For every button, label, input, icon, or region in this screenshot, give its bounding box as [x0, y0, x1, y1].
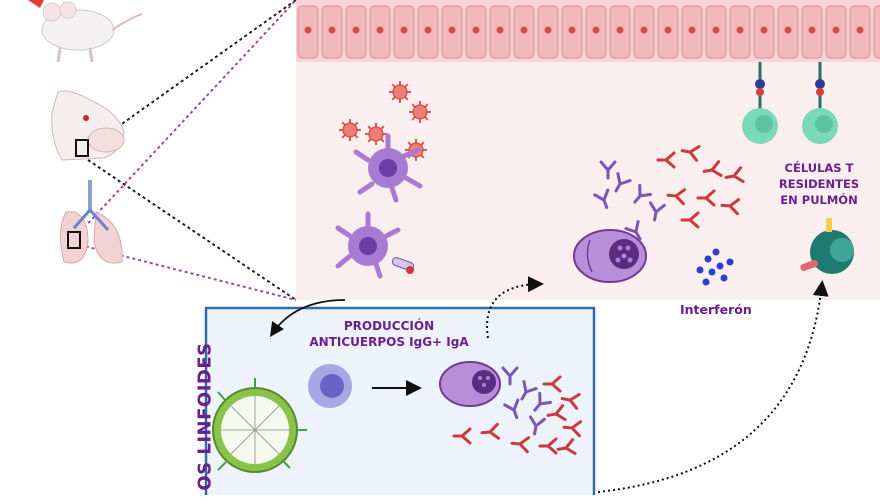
virus-icon	[339, 119, 361, 141]
lymph-node-icon	[212, 378, 307, 473]
antibody-icon	[560, 392, 581, 410]
antibody-icon	[724, 166, 745, 184]
antibody-icon	[546, 404, 567, 422]
antibody-icon	[593, 188, 610, 210]
virus-icon	[365, 123, 387, 145]
antibody-icon	[614, 172, 632, 193]
cell-nucleus	[592, 26, 600, 34]
plasma-cell-icon	[439, 361, 501, 407]
antibody-icon	[452, 427, 472, 445]
mouse-icon	[28, 0, 143, 63]
antibody-icon	[542, 375, 562, 393]
flow-arrow-to-tissue	[486, 276, 544, 339]
lung-icon	[60, 180, 123, 264]
antibody-icon	[501, 366, 519, 386]
resident-t-cells-line3: EN PULMÓN	[780, 193, 858, 207]
cell-nucleus	[568, 26, 576, 34]
cell-nucleus	[448, 26, 456, 34]
t-cell-icon	[800, 218, 854, 274]
antibody-icon	[556, 438, 577, 456]
cell-nucleus	[712, 26, 720, 34]
antibody-icon	[538, 437, 558, 455]
cell-nucleus	[616, 26, 624, 34]
t-cell-icon	[802, 62, 838, 144]
cell-nucleus	[496, 26, 504, 34]
antibody-icon	[648, 201, 666, 222]
antibody-icon	[520, 380, 538, 401]
antibody-icon	[633, 183, 653, 204]
cell-nucleus	[472, 26, 480, 34]
cell-nucleus	[352, 26, 360, 34]
epithelial-cell	[873, 5, 880, 59]
cell-nucleus	[304, 26, 312, 34]
cell-nucleus	[808, 26, 816, 34]
virus-icon	[409, 101, 431, 123]
cell-nucleus	[544, 26, 552, 34]
flow-arrow-to-node	[269, 299, 346, 337]
cell-nucleus	[784, 26, 792, 34]
cell-nucleus	[376, 26, 384, 34]
antibody-icon	[452, 366, 583, 456]
antibody-icon	[562, 420, 583, 438]
antibody-icon	[624, 220, 642, 241]
resident-t-cells-line1: CÉLULAS T	[784, 161, 854, 175]
mouse-head-icon	[51, 90, 125, 161]
plasma-cell-icon	[573, 229, 647, 283]
antibody-production-label: PRODUCCIÓN ANTICUERPOS IgG+ IgA	[274, 318, 504, 350]
t-cell-icon	[742, 62, 778, 144]
flow-arrow-to-tcells	[597, 280, 829, 493]
dendritic-cell-icon	[353, 133, 423, 203]
antibody-icon	[593, 144, 745, 241]
cell-nucleus	[640, 26, 648, 34]
cell-nucleus	[688, 26, 696, 34]
lymphoid-organs-label: OS LINFOIDES	[194, 342, 216, 491]
epithelial-cells	[297, 5, 880, 59]
antibody-icon	[680, 211, 700, 229]
b-cell-icon	[308, 364, 352, 408]
antibody-icon	[720, 198, 741, 216]
antibody-icon	[680, 144, 701, 162]
antibody-icon	[702, 160, 723, 178]
cell-nucleus	[400, 26, 408, 34]
interferon-label: Interferón	[680, 302, 752, 317]
resident-t-cells-label: CÉLULAS T RESIDENTES EN PULMÓN	[760, 160, 878, 208]
antibody-production-line2: ANTICUERPOS IgG+ IgA	[309, 335, 469, 349]
cell-nucleus	[328, 26, 336, 34]
dendritic-cell-icon	[335, 211, 415, 279]
antibody-icon	[656, 151, 676, 169]
antibody-icon	[696, 189, 716, 207]
antibody-icon	[510, 436, 531, 454]
cell-nucleus	[424, 26, 432, 34]
cell-nucleus	[736, 26, 744, 34]
cell-nucleus	[664, 26, 672, 34]
interferon-dots	[696, 248, 734, 286]
antibody-icon	[503, 398, 520, 420]
antibody-icon	[533, 391, 553, 412]
cell-nucleus	[760, 26, 768, 34]
virus-icon	[389, 81, 411, 103]
antibody-production-line1: PRODUCCIÓN	[343, 319, 435, 333]
antibody-icon	[666, 188, 687, 206]
cell-nucleus	[856, 26, 864, 34]
antibody-icon	[480, 422, 501, 440]
antibody-icon	[599, 160, 617, 180]
resident-t-cells-line2: RESIDENTES	[778, 177, 860, 191]
cell-nucleus	[520, 26, 528, 34]
antibody-icon	[528, 415, 546, 436]
cell-nucleus	[832, 26, 840, 34]
